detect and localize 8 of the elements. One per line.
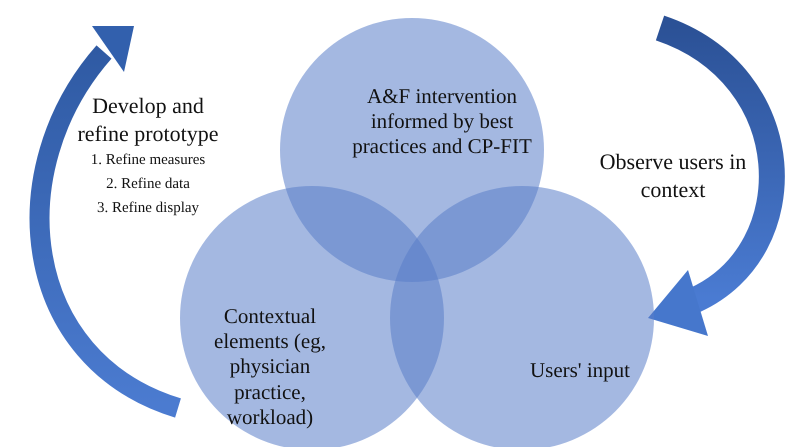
step-item: 3. Refine display	[96, 200, 200, 217]
circle-label: A&F intervention informed by best practices and CP-FIT	[351, 84, 533, 160]
step-item: 1. Refine measures	[90, 152, 206, 169]
step-heading: Develop and refine prototype	[76, 92, 220, 147]
circle-label: Contextual elements (eg, physician practice, workload)	[213, 304, 327, 430]
step-heading: Observe users in context	[598, 148, 748, 203]
step-item: 2. Refine data	[105, 176, 191, 193]
circle-label: Users' input	[528, 358, 632, 384]
